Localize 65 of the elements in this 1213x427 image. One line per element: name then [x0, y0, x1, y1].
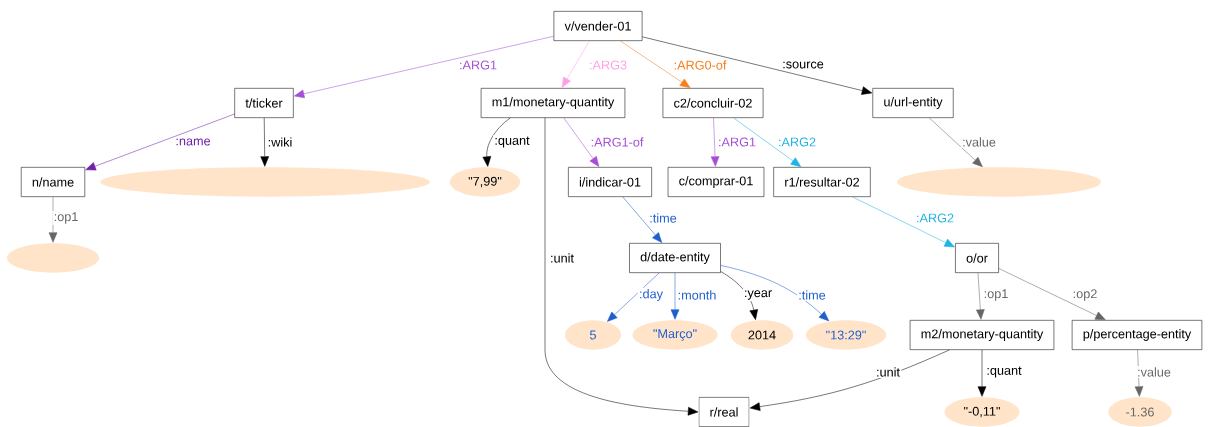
edge-label: :ARG2 — [776, 136, 818, 148]
arrow — [929, 117, 983, 168]
edge-label: :ARG1 — [716, 136, 758, 148]
edge-label: :day — [637, 287, 665, 303]
edge-label: :op1 — [982, 288, 1010, 302]
value-ellipse — [100, 167, 430, 197]
concept-box: v/vender-01 — [553, 11, 643, 41]
concept-box: r/real — [698, 397, 750, 427]
arrow — [561, 40, 590, 88]
edge-label: :month — [676, 289, 718, 301]
arrow — [852, 196, 955, 248]
concept-box: c2/concluir-02 — [662, 88, 764, 118]
arrow — [563, 117, 600, 167]
arrow — [622, 196, 663, 243]
arrow — [642, 36, 873, 95]
arrow — [976, 272, 985, 320]
arrow — [607, 272, 660, 322]
edge-label: :quant — [985, 365, 1023, 379]
edge-label: :wiki — [266, 136, 294, 148]
arrow — [260, 117, 269, 167]
arrow — [720, 265, 830, 322]
concept-box: i/indicar-01 — [568, 167, 652, 197]
concept-box: d/date-entity — [629, 243, 721, 273]
edge-label: :time — [647, 212, 679, 224]
edge-label: :unit — [874, 366, 902, 378]
arrow — [85, 113, 235, 171]
arrow — [294, 35, 554, 98]
concept-box: u/url-entity — [872, 88, 954, 118]
concept-box: n/name — [20, 167, 86, 197]
edge-label: :ARG2 — [914, 212, 956, 224]
concept-box: o/or — [955, 243, 999, 273]
value-ellipse — [897, 167, 1101, 197]
arrow — [620, 40, 691, 88]
concept-box: c/comprar-01 — [667, 167, 765, 197]
arrow — [998, 268, 1106, 320]
concept-box: m2/monetary-quantity — [909, 320, 1055, 350]
edge-label: :ARG3 — [587, 59, 629, 71]
arrow — [720, 271, 758, 320]
arrow — [544, 117, 699, 416]
concept-box: p/percentage-entity — [1071, 320, 1203, 350]
edge-label: :ARG1-of — [589, 136, 645, 148]
concept-box: m1/monetary-quantity — [480, 88, 626, 118]
arrow — [977, 349, 987, 397]
edge-label: :op1 — [52, 211, 80, 225]
value-ellipse — [7, 243, 99, 273]
arrow — [710, 117, 720, 167]
edge-label: :op2 — [1071, 287, 1099, 303]
edge-label: :unit — [548, 252, 576, 264]
concept-box: r1/resultar-02 — [773, 167, 871, 197]
arrow — [733, 117, 802, 167]
edge-label: :value — [1135, 366, 1173, 378]
edge-label: :year — [742, 288, 774, 302]
edge-label: :name — [174, 137, 212, 147]
edge-label: :quant — [493, 135, 531, 149]
edge-label: :source — [780, 60, 826, 70]
arrow — [749, 349, 950, 411]
arrow — [1134, 349, 1144, 397]
edge-label: :ARG1 — [457, 59, 499, 71]
concept-box: t/ticker — [234, 88, 294, 118]
arrow — [48, 196, 58, 243]
edge-label: :ARG0-of — [672, 59, 728, 71]
edge-label: :time — [796, 289, 828, 301]
edge-label: :value — [960, 136, 998, 148]
arrow — [670, 272, 680, 320]
arrow — [482, 117, 511, 167]
